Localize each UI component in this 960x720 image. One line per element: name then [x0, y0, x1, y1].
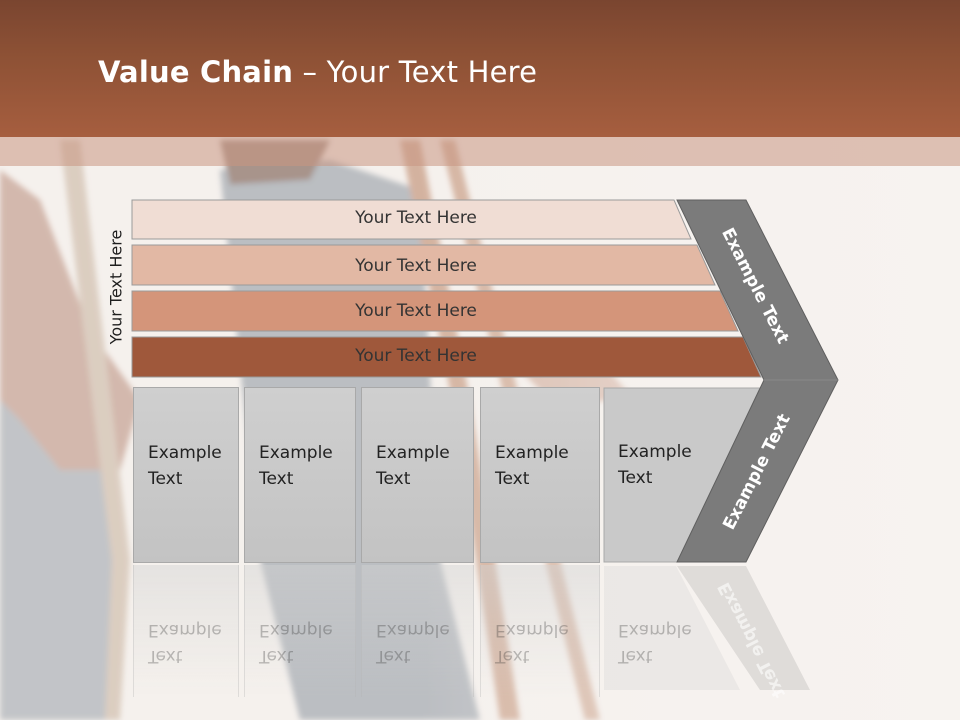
title-bold: Value Chain: [98, 55, 294, 89]
bar-1-label: Your Text Here: [355, 208, 477, 228]
bar-2-label: Your Text Here: [355, 256, 477, 276]
bar-2: [131, 244, 716, 286]
chevron-reflection: [677, 566, 810, 690]
bar-1: [131, 199, 692, 240]
title-rest: – Your Text Here: [293, 55, 538, 89]
header-subband: [0, 137, 960, 166]
page-title: Value Chain – Your Text Here: [98, 55, 537, 89]
bar-4: [131, 336, 762, 378]
header-band: [0, 0, 960, 137]
box-5-reflection-shape: [604, 566, 740, 690]
bar-3-label: Your Text Here: [355, 301, 477, 321]
bar-4-label: Your Text Here: [355, 346, 477, 366]
bar-3: [131, 290, 739, 332]
